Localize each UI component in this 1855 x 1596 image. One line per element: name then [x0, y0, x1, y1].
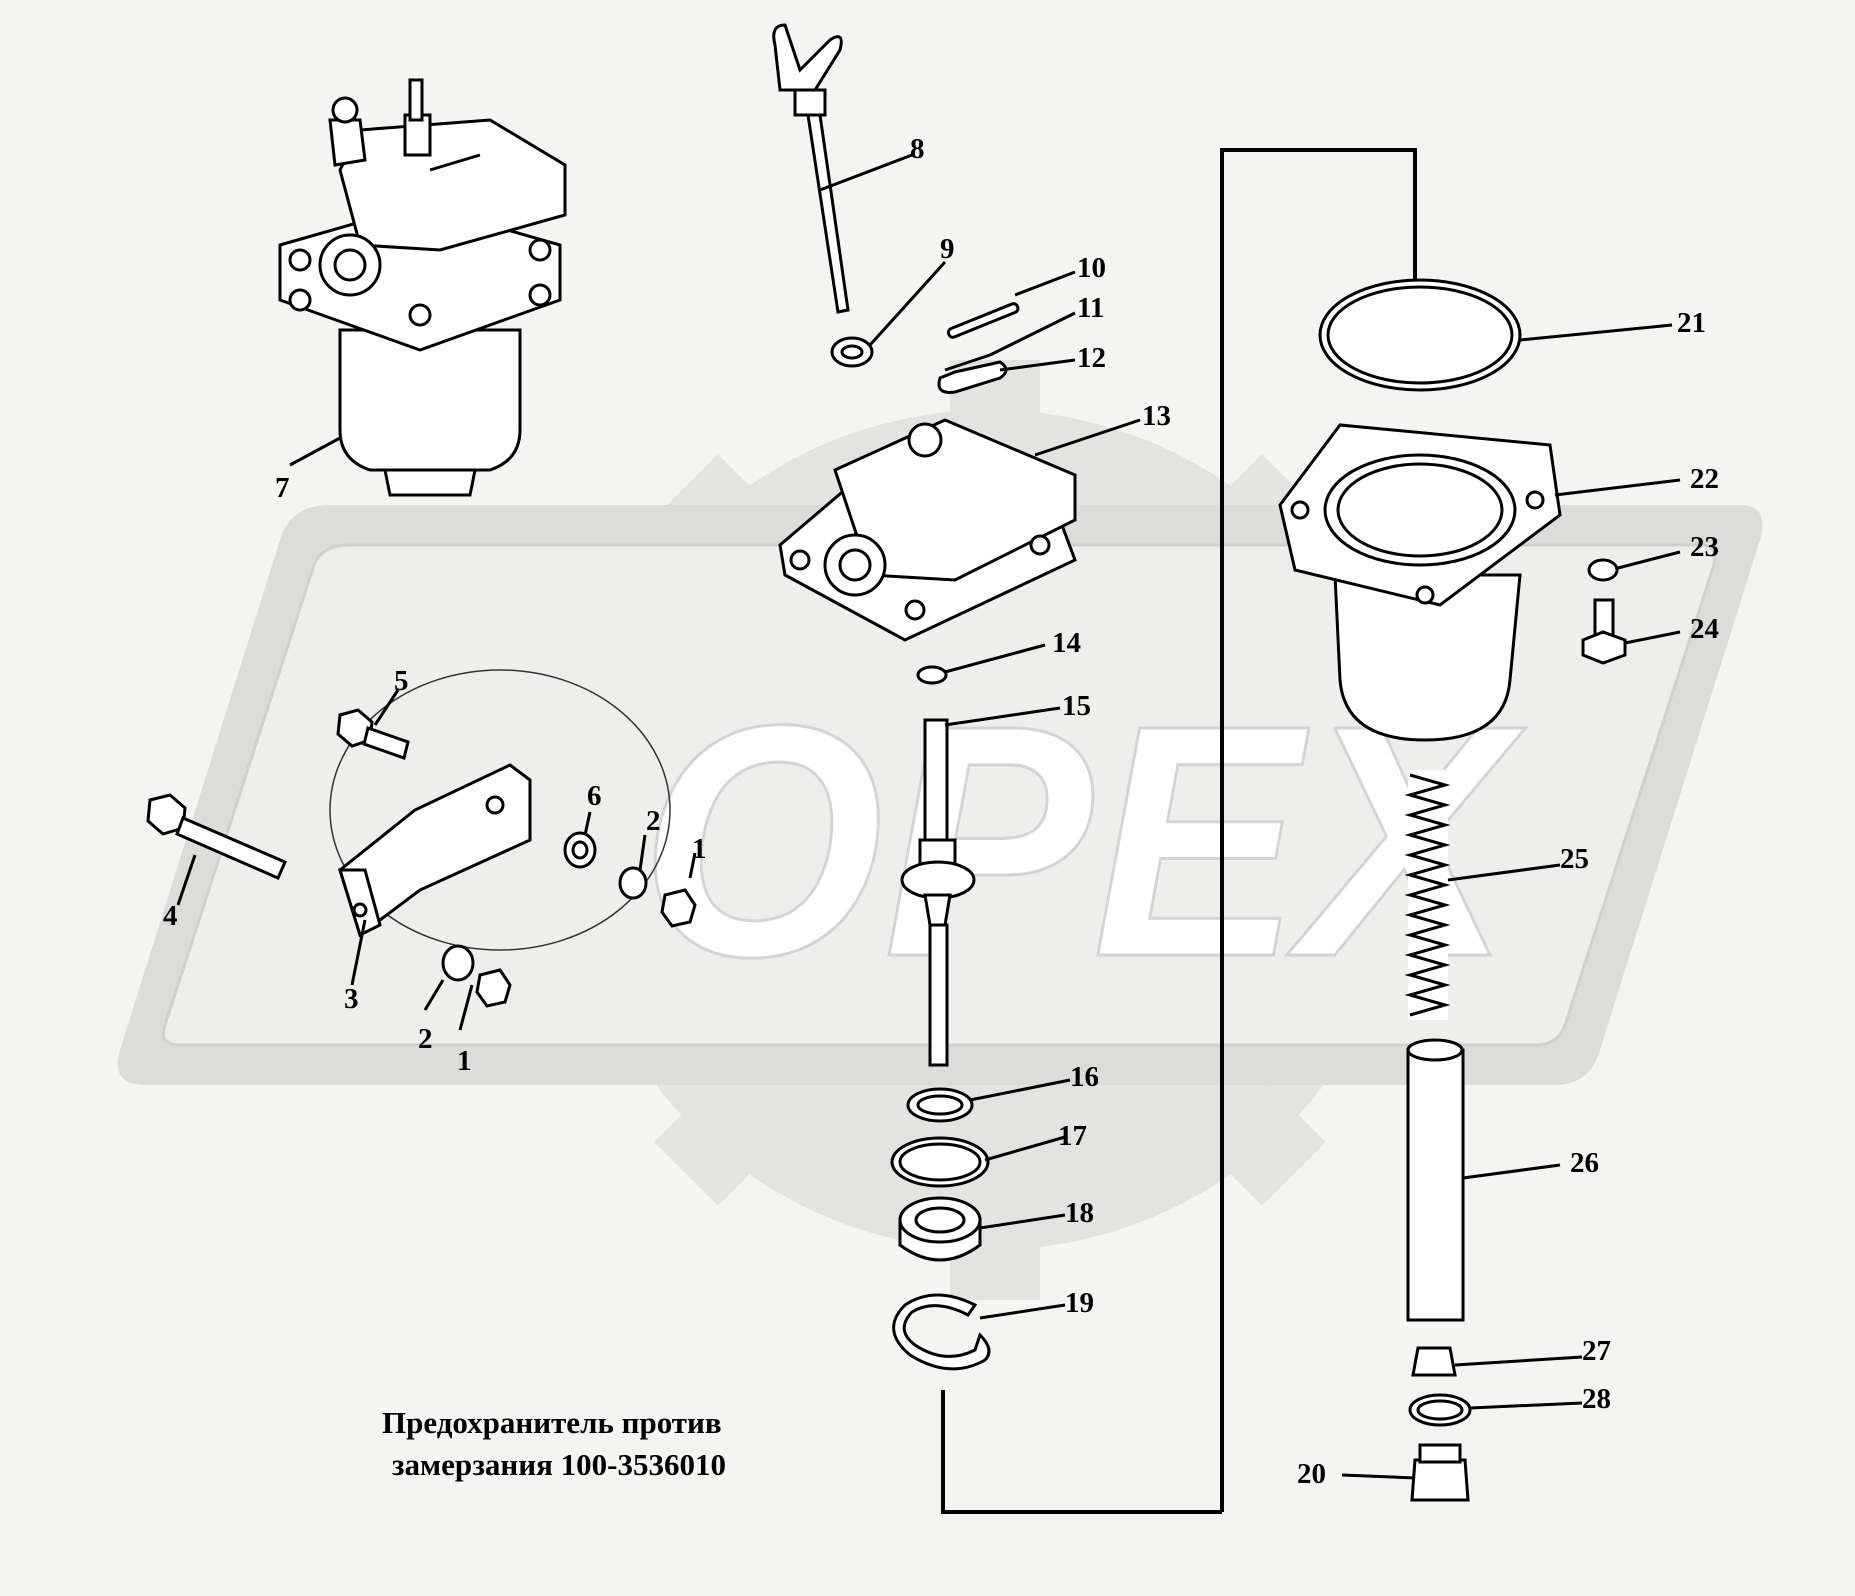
nut-1b — [475, 968, 512, 1008]
ring-16-hole — [916, 1094, 964, 1116]
callout-2a: 2 — [646, 805, 661, 837]
pin-11 — [944, 353, 991, 372]
ring-14 — [916, 665, 948, 685]
bracket-highlight — [329, 669, 671, 951]
plate-12 — [937, 360, 1008, 394]
callout-8: 8 — [910, 133, 925, 165]
bolt-4 — [146, 793, 287, 880]
o-ring-21-inner — [1326, 285, 1514, 385]
watermark: OPEX — [117, 360, 1763, 1300]
callout-21: 21 — [1677, 307, 1706, 339]
rod-with-wing-nut — [772, 23, 850, 314]
callout-17: 17 — [1058, 1120, 1087, 1152]
bracket-3 — [337, 763, 532, 938]
callout-25: 25 — [1560, 843, 1589, 875]
callout-15: 15 — [1062, 690, 1091, 722]
nut-1a — [660, 888, 697, 928]
callout-20: 20 — [1297, 1458, 1326, 1490]
callout-18: 18 — [1065, 1197, 1094, 1229]
callout-9: 9 — [940, 233, 955, 265]
callout-16: 16 — [1070, 1061, 1099, 1093]
callout-labels: 1 1 2 2 3 4 5 6 7 8 9 10 11 12 13 14 15 … — [163, 133, 1719, 1490]
callout-6: 6 — [587, 780, 602, 812]
spring-25 — [1404, 770, 1451, 1020]
washer-2a — [618, 866, 648, 900]
callout-27: 27 — [1582, 1335, 1611, 1367]
callout-22: 22 — [1690, 463, 1719, 495]
callout-23: 23 — [1690, 531, 1719, 563]
callout-26: 26 — [1570, 1147, 1599, 1179]
o-ring-21 — [1318, 278, 1522, 392]
washer-9-hole — [840, 344, 864, 360]
tube-26 — [1406, 1038, 1465, 1322]
callout-10: 10 — [1077, 252, 1106, 284]
plug-20 — [1410, 1443, 1470, 1502]
callout-5: 5 — [394, 665, 409, 697]
callout-3: 3 — [344, 983, 359, 1015]
bushing-18 — [898, 1196, 982, 1262]
callout-11: 11 — [1077, 292, 1104, 324]
filter-assembly — [278, 78, 567, 497]
bolt-5 — [336, 708, 410, 760]
callout-7: 7 — [275, 472, 290, 504]
washer-6-hole — [571, 840, 589, 860]
plug-27 — [1411, 1346, 1457, 1377]
washer-23 — [1587, 558, 1619, 582]
ring-28-hole — [1416, 1399, 1464, 1421]
caption-line-1: Предохранитель против — [382, 1405, 722, 1440]
leader-lines — [176, 153, 1681, 1480]
valve-stem-15 — [900, 718, 976, 1067]
callout-14: 14 — [1052, 627, 1081, 659]
callout-12: 12 — [1077, 342, 1106, 374]
callout-2b: 2 — [418, 1023, 433, 1055]
ring-17-hole — [898, 1142, 982, 1182]
callout-19: 19 — [1065, 1287, 1094, 1319]
callout-28: 28 — [1582, 1383, 1611, 1415]
callout-13: 13 — [1142, 400, 1171, 432]
pin-10 — [946, 302, 1020, 339]
callout-1a: 1 — [692, 833, 707, 865]
bolt-24 — [1581, 598, 1627, 665]
callout-24: 24 — [1690, 613, 1719, 645]
bowl-22 — [1278, 423, 1562, 742]
washer-2b — [441, 944, 475, 982]
callout-4: 4 — [163, 900, 178, 932]
caption-line-2: замерзания 100-3536010 — [392, 1447, 726, 1482]
circlip-19 — [892, 1293, 991, 1371]
diagram-caption: Предохранитель против замерзания 100-353… — [382, 1405, 726, 1482]
cover-13 — [778, 418, 1077, 642]
callout-1b: 1 — [457, 1045, 472, 1077]
